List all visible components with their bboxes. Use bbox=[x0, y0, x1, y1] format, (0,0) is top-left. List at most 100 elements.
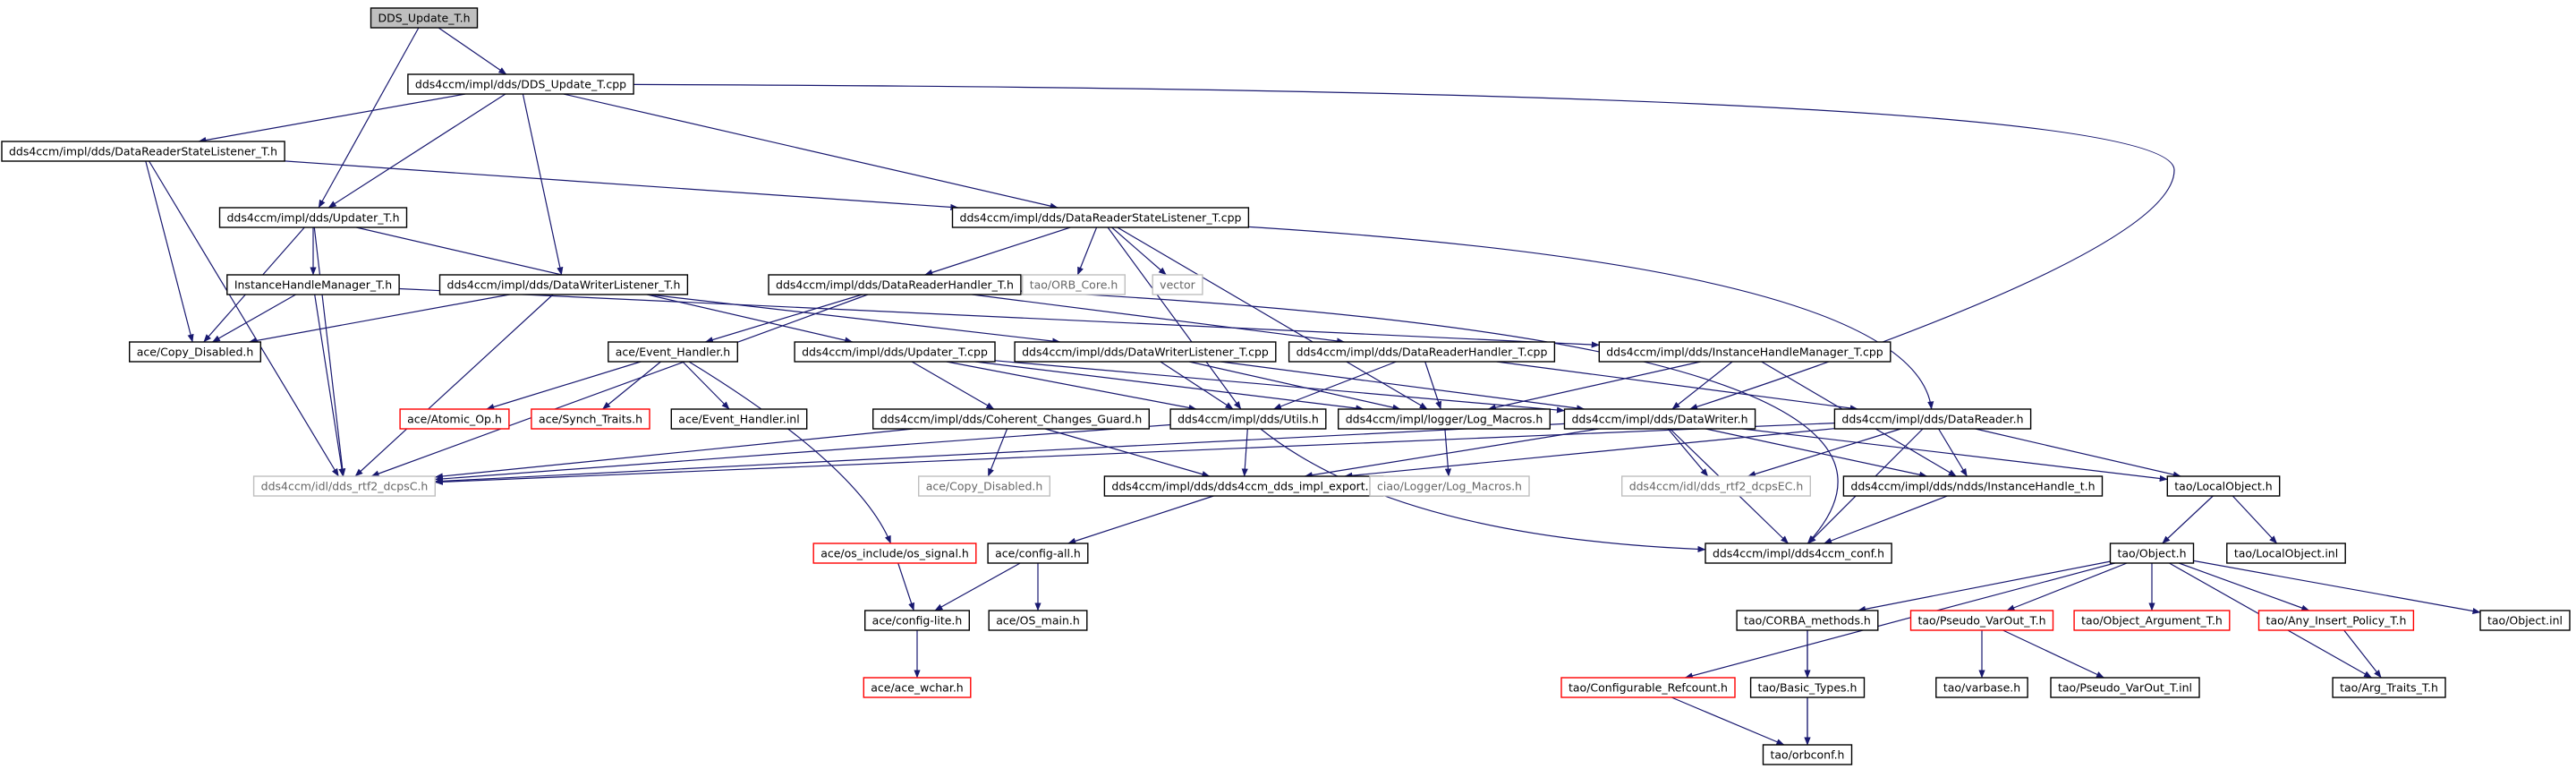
graph-node-box bbox=[1288, 341, 1556, 363]
graph-node[interactable]: ace/Copy_Disabled.h bbox=[128, 341, 262, 363]
graph-node[interactable]: InstanceHandleManager_T.h bbox=[226, 274, 400, 295]
dependency-edge bbox=[1496, 361, 1858, 412]
graph-node[interactable]: tao/Object.h bbox=[2109, 543, 2195, 564]
graph-node[interactable]: dds4ccm/impl/dds/Updater_T.h bbox=[218, 207, 408, 228]
dependency-edge bbox=[563, 93, 1058, 209]
graph-node[interactable]: tao/orbconf.h bbox=[1762, 744, 1853, 765]
graph-node[interactable]: tao/Object_Argument_T.h bbox=[2073, 610, 2231, 631]
graph-node[interactable]: tao/Any_Insert_Policy_T.h bbox=[2257, 610, 2415, 631]
graph-node[interactable]: dds4ccm/impl/dds/DataReaderStateListener… bbox=[951, 207, 1250, 228]
dependency-edge bbox=[934, 562, 1021, 611]
dependency-edge bbox=[354, 294, 554, 477]
graph-node-label: tao/Any_Insert_Policy_T.h bbox=[2266, 614, 2407, 628]
graph-node[interactable]: ace/config-lite.h bbox=[864, 610, 971, 631]
graph-node-label: dds4ccm/impl/dds/Updater_T.h bbox=[226, 211, 399, 225]
graph-node-label: ace/Synch_Traits.h bbox=[539, 413, 642, 426]
dependency-edge bbox=[313, 226, 346, 477]
dependency-edge bbox=[2232, 495, 2278, 544]
graph-node[interactable]: ace/ace_wchar.h bbox=[863, 677, 972, 698]
graph-node[interactable]: ace/config-all.h bbox=[987, 543, 1089, 564]
graph-node[interactable]: ace/Copy_Disabled.h bbox=[917, 475, 1050, 497]
dependency-edge bbox=[2002, 629, 2104, 679]
dependency-edge bbox=[145, 160, 194, 343]
graph-node[interactable]: dds4ccm/impl/dds/dds4ccm_dds_impl_export… bbox=[1103, 475, 1384, 497]
graph-node-label: dds4ccm/impl/logger/Log_Macros.h bbox=[1346, 413, 1543, 426]
dependency-edge bbox=[1684, 562, 2115, 679]
graph-node-label: tao/ORB_Core.h bbox=[1030, 278, 1118, 292]
graph-node[interactable]: dds4ccm/impl/dds/Coherent_Changes_Guard.… bbox=[872, 408, 1151, 430]
graph-node-label: dds4ccm/impl/dds/Updater_T.cpp bbox=[802, 346, 988, 359]
graph-node[interactable]: dds4ccm/impl/logger/Log_Macros.h bbox=[1337, 408, 1551, 430]
graph-node[interactable]: tao/CORBA_methods.h bbox=[1736, 610, 1879, 631]
graph-node[interactable]: tao/Pseudo_VarOut_T.h bbox=[1909, 610, 2054, 631]
graph-node-label: dds4ccm/impl/dds/DataReaderHandler_T.h bbox=[776, 278, 1014, 292]
graph-node[interactable]: ace/os_include/os_signal.h bbox=[812, 543, 977, 564]
graph-node[interactable]: tao/LocalObject.h bbox=[2166, 475, 2281, 497]
graph-node-box bbox=[2050, 677, 2200, 698]
graph-node[interactable]: tao/ORB_Core.h bbox=[1021, 274, 1126, 295]
dependency-edge bbox=[1742, 428, 2168, 483]
graph-node[interactable]: dds4ccm/impl/dds/DDS_Update_T.cpp bbox=[407, 73, 634, 95]
dependency-edge bbox=[633, 83, 2175, 410]
dependency-edge bbox=[1020, 290, 1839, 544]
graph-node[interactable]: ace/Synch_Traits.h bbox=[531, 408, 650, 430]
graph-node[interactable]: dds4ccm/impl/dds/Updater_T.cpp bbox=[794, 341, 996, 363]
graph-node-label: dds4ccm/impl/dds/ndds/InstanceHandle_t.h bbox=[1850, 480, 2095, 493]
graph-node[interactable]: dds4ccm/impl/dds/InstanceHandleManager_T… bbox=[1598, 341, 1892, 363]
graph-node-box bbox=[1909, 610, 2054, 631]
graph-node-label: ace/Copy_Disabled.h bbox=[137, 346, 254, 359]
dependency-edge bbox=[522, 93, 564, 276]
graph-node[interactable]: dds4ccm/idl/dds_rtf2_dcpsEC.h bbox=[1620, 475, 1811, 497]
graph-node-box bbox=[128, 341, 262, 363]
graph-node[interactable]: dds4ccm/impl/dds/DataReaderStateListener… bbox=[1, 141, 285, 162]
dependency-edge bbox=[975, 361, 1365, 412]
graph-node[interactable]: ace/Event_Handler.inl bbox=[670, 408, 808, 430]
graph-node[interactable]: tao/Pseudo_VarOut_T.inl bbox=[2050, 677, 2200, 698]
graph-node-label: tao/varbase.h bbox=[1943, 681, 2020, 695]
graph-node-label: vector bbox=[1160, 278, 1196, 292]
graph-node[interactable]: DDS_Update_T.h bbox=[370, 7, 479, 29]
dependency-edge bbox=[370, 294, 869, 477]
graph-node[interactable]: vector bbox=[1152, 274, 1203, 295]
graph-node[interactable]: dds4ccm/impl/dds/DataWriterListener_T.h bbox=[438, 274, 689, 295]
graph-node-label: ace/OS_main.h bbox=[996, 614, 1080, 628]
graph-node-label: tao/orbconf.h bbox=[1771, 748, 1845, 762]
dependency-edge bbox=[1188, 361, 1401, 411]
dependency-edge bbox=[602, 361, 661, 410]
graph-node-label: dds4ccm/impl/dds/DataReaderStateListener… bbox=[9, 145, 277, 158]
graph-node[interactable]: tao/LocalObject.inl bbox=[2226, 543, 2346, 564]
dependency-edge bbox=[1705, 428, 1928, 478]
graph-node[interactable]: ace/Atomic_Op.h bbox=[399, 408, 510, 430]
graph-node-box bbox=[608, 341, 738, 363]
graph-node[interactable]: dds4ccm/impl/dds4ccm_conf.h bbox=[1705, 543, 1892, 564]
graph-node[interactable]: tao/Arg_Traits_T.h bbox=[2332, 677, 2446, 698]
graph-node[interactable]: dds4ccm/impl/dds/DataReader.h bbox=[1833, 408, 2032, 430]
graph-node-label: tao/Object.inl bbox=[2487, 614, 2563, 628]
graph-node[interactable]: tao/Basic_Types.h bbox=[1749, 677, 1866, 698]
graph-node-box bbox=[2332, 677, 2446, 698]
graph-node-box bbox=[1560, 677, 1736, 698]
graph-node-box bbox=[1749, 677, 1866, 698]
graph-node[interactable]: dds4ccm/impl/dds/ndds/InstanceHandle_t.h bbox=[1842, 475, 2104, 497]
graph-node-label: tao/Configurable_Refcount.h bbox=[1569, 681, 1728, 695]
graph-node-box bbox=[988, 610, 1088, 631]
graph-node[interactable]: ciao/Logger/Log_Macros.h bbox=[1369, 475, 1530, 497]
graph-node-label: ace/Event_Handler.h bbox=[616, 346, 730, 359]
graph-node[interactable]: dds4ccm/impl/dds/DataReaderHandler_T.cpp bbox=[1288, 341, 1556, 363]
graph-node[interactable]: tao/Configurable_Refcount.h bbox=[1560, 677, 1736, 698]
graph-node[interactable]: dds4ccm/impl/dds/DataWriterListener_T.cp… bbox=[1014, 341, 1277, 363]
dependency-edge bbox=[327, 93, 506, 209]
dependency-edge bbox=[972, 294, 1346, 345]
graph-node[interactable]: dds4ccm/impl/dds/DataWriter.h bbox=[1563, 408, 1756, 430]
graph-node[interactable]: ace/OS_main.h bbox=[988, 610, 1088, 631]
graph-node[interactable]: dds4ccm/impl/dds/Utils.h bbox=[1169, 408, 1327, 430]
dependency-edge bbox=[1248, 226, 1934, 410]
graph-node[interactable]: tao/varbase.h bbox=[1935, 677, 2028, 698]
graph-node-box bbox=[1337, 408, 1551, 430]
dependency-edge bbox=[1824, 495, 1948, 544]
graph-node[interactable]: ace/Event_Handler.h bbox=[608, 341, 738, 363]
graph-node[interactable]: tao/Object.inl bbox=[2479, 610, 2571, 631]
graph-node-label: dds4ccm/impl/dds4ccm_conf.h bbox=[1713, 547, 1884, 560]
graph-node[interactable]: dds4ccm/impl/dds/DataReaderHandler_T.h bbox=[768, 274, 1022, 295]
graph-node[interactable]: dds4ccm/idl/dds_rtf2_dcpsC.h bbox=[252, 475, 437, 497]
